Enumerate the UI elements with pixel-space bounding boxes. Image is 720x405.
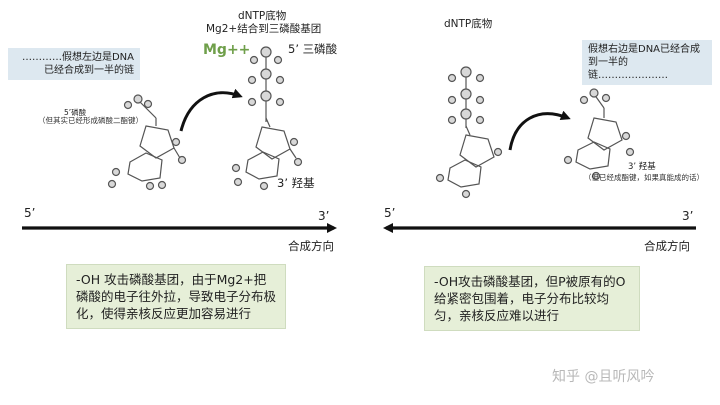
left-explanation-box: -OH 攻击磷酸基团，由于Mg2+把磷酸的电子往外拉，导致电子分布极化，使得亲核…	[66, 264, 286, 329]
right-hydroxyl-label: 3’ 羟基	[628, 162, 656, 172]
mg-ion-label: Mg++	[203, 42, 251, 58]
right-explanation-box: -OH攻击磷酸基团，但P被原有的O给紧密包围着，电子分布比较均匀，亲核反应难以进…	[424, 266, 640, 331]
left-strand-3-prime: 3’	[318, 209, 330, 223]
right-dntp-structure	[435, 66, 503, 199]
right-direction-label: 合成方向	[644, 239, 690, 253]
right-nucleotide-structure	[563, 88, 635, 181]
right-attack-arrow	[508, 110, 571, 151]
left-phosphate-note: （但其实已经形成磷酸二酯键）	[38, 116, 143, 125]
left-strand-5-prime: 5’	[24, 206, 36, 220]
left-dntp-title: dNTP底物	[238, 10, 287, 22]
right-strand-3-prime: 3’	[682, 209, 694, 223]
left-attack-arrow	[179, 88, 243, 132]
right-hydroxyl-note: （但已经成酯键，如果真能成的话）	[584, 173, 704, 182]
watermark: 知乎 @且听风吟	[552, 369, 655, 385]
right-strand-5-prime: 5’	[384, 206, 396, 220]
left-hydroxyl-label: 3’ 羟基	[277, 176, 315, 190]
left-phosphate-label: 5’磷酸	[64, 108, 87, 117]
left-direction-label: 合成方向	[288, 239, 334, 253]
left-nucleotide-structure	[107, 94, 187, 191]
right-dntp-title: dNTP底物	[444, 18, 493, 30]
right-hypothesis-note: 假想右边是DNA已经合成到一半的链…………………	[582, 40, 712, 85]
left-hypothesis-note: …………假想左边是DNA已经合成到一半的链	[8, 48, 140, 80]
triphosphate-label: 5’ 三磷酸	[288, 42, 338, 56]
left-dntp-structure	[231, 46, 303, 191]
mg-binding-label: Mg2+结合到三磷酸基团	[206, 23, 322, 35]
